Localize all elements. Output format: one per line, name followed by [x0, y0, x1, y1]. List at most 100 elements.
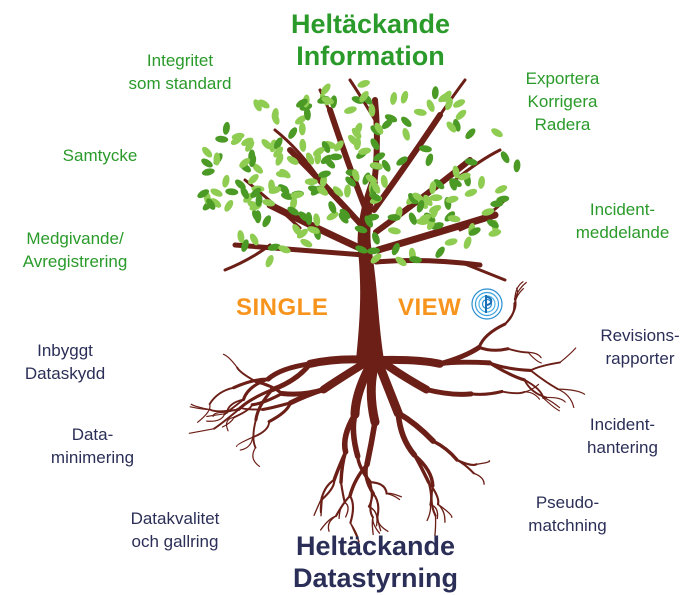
- root: [437, 503, 446, 523]
- leaf: [465, 128, 476, 140]
- label-line: Exportera: [525, 69, 600, 88]
- root: [529, 361, 561, 372]
- leaf: [408, 212, 417, 225]
- label-line: Integritet: [146, 51, 214, 70]
- root: [206, 413, 226, 418]
- root: [233, 403, 254, 419]
- leaf: [313, 213, 321, 227]
- leaf: [391, 242, 400, 256]
- leaf: [371, 181, 381, 194]
- root: [236, 436, 254, 448]
- label-dataminimering: Data- minimering: [35, 424, 150, 470]
- root: [265, 361, 313, 382]
- root: [500, 390, 526, 395]
- leaf: [268, 186, 282, 194]
- branch: [273, 128, 322, 182]
- label-incidenthantering: Incident- hantering: [565, 414, 680, 460]
- leaf: [374, 122, 384, 135]
- leaf: [390, 92, 398, 105]
- leaf: [287, 206, 299, 216]
- root: [437, 344, 482, 367]
- label-incident-meddelande: Incident- meddelande: [560, 199, 685, 245]
- leaf: [370, 138, 380, 151]
- root: [529, 369, 559, 391]
- leaf: [463, 236, 472, 249]
- root: [373, 357, 403, 418]
- leaf: [206, 198, 216, 210]
- leaf: [292, 224, 302, 236]
- leaf: [237, 230, 245, 244]
- root: [431, 439, 459, 462]
- leaf: [332, 186, 344, 197]
- root: [225, 416, 235, 432]
- label-integritet: Integritet som standard: [110, 50, 250, 96]
- label-line: Revisions-: [600, 326, 680, 345]
- leaf: [222, 121, 230, 135]
- root: [251, 420, 271, 439]
- leaf: [500, 151, 510, 164]
- label-samtycke: Samtycke: [40, 145, 160, 168]
- leaf: [225, 188, 239, 196]
- leaf: [413, 108, 427, 116]
- leaf: [304, 178, 318, 186]
- label-revisionsrapporter: Revisions- rapporter: [585, 325, 695, 371]
- root: [250, 391, 284, 407]
- root: [254, 380, 284, 396]
- leaf: [261, 139, 272, 150]
- leaf: [254, 210, 262, 224]
- root: [545, 396, 566, 403]
- leaf: [318, 170, 331, 178]
- root: [395, 410, 436, 444]
- leaf: [262, 215, 272, 228]
- root: [319, 356, 374, 394]
- label-line: Avregistrering: [22, 251, 128, 271]
- label-line: Datakvalitet: [130, 509, 220, 528]
- leaf: [210, 198, 222, 208]
- leaf: [370, 162, 384, 170]
- leaf: [481, 208, 495, 216]
- label-line: Inbyggt: [37, 341, 93, 360]
- root: [423, 387, 474, 397]
- root: [427, 481, 440, 506]
- root: [475, 460, 491, 465]
- leaf: [458, 172, 471, 181]
- root: [434, 514, 437, 536]
- leaf: [258, 99, 270, 109]
- root: [376, 514, 389, 532]
- leaf: [416, 200, 425, 213]
- label-line: Incident-: [589, 200, 656, 219]
- top-heading-line-1: Heltäckande: [290, 9, 451, 39]
- leaf: [239, 157, 251, 168]
- root: [224, 406, 241, 413]
- bottom-heading-line-1: Heltäckande: [295, 531, 456, 561]
- leaf: [267, 243, 281, 251]
- leaf: [222, 174, 230, 188]
- leaf: [339, 208, 351, 219]
- label-line: rapporter: [605, 348, 675, 368]
- leaf: [274, 137, 283, 150]
- label-line: Data-: [71, 425, 114, 444]
- leaf: [345, 176, 356, 187]
- leaf: [298, 211, 310, 222]
- label-line: som standard: [128, 73, 232, 93]
- label-pseudomatchning: Pseudo- matchning: [510, 492, 625, 538]
- leaf: [355, 245, 368, 254]
- leaf: [290, 191, 304, 199]
- leaf: [367, 247, 380, 255]
- leaf: [250, 187, 261, 198]
- root: [372, 516, 381, 534]
- leaf: [271, 108, 279, 121]
- leaf: [488, 229, 502, 237]
- leaf: [408, 193, 418, 205]
- leaf: [423, 194, 433, 207]
- leaf: [370, 253, 382, 264]
- leaf: [288, 127, 298, 139]
- root: [469, 389, 504, 396]
- leaf: [249, 154, 257, 168]
- tree-leaves: [197, 80, 521, 268]
- root: [559, 347, 577, 363]
- leaf: [328, 201, 337, 214]
- leaf: [296, 228, 308, 239]
- leaf: [338, 212, 349, 224]
